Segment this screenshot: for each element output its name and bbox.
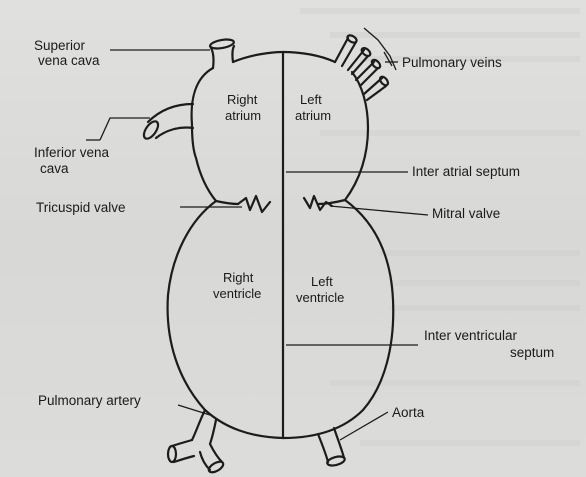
av-groove-right (318, 200, 345, 204)
inferior-vena-cava-vessel (141, 104, 193, 141)
label-right-ventricle-line2: ventricle (213, 286, 261, 301)
label-mitral-valve: Mitral valve (432, 206, 500, 221)
av-groove-left (216, 201, 238, 204)
label-pulmonary-veins: Pulmonary veins (402, 55, 502, 70)
label-left-atrium-line1: Left (300, 92, 322, 107)
label-tricuspid-valve: Tricuspid valve (36, 200, 126, 215)
label-left-atrium-line2: atrium (295, 108, 331, 123)
label-right-atrium-line2: atrium (225, 108, 261, 123)
label-right-atrium-line1: Right (227, 92, 258, 107)
tricuspid-valve-shape (238, 196, 270, 212)
pulmonary-artery-vessel (168, 410, 225, 474)
label-right-ventricle-line1: Right (223, 270, 254, 285)
right-atrium-wall (192, 68, 216, 201)
label-inferior-vena-cava-line1: Inferior vena (34, 145, 110, 160)
label-pulmonary-artery: Pulmonary artery (38, 393, 141, 408)
pulmonary-veins-vessel (335, 28, 396, 100)
label-aorta: Aorta (392, 405, 425, 420)
label-inter-atrial-septum: Inter atrial septum (412, 164, 520, 179)
label-superior-vena-cava-line2: vena cava (38, 53, 100, 68)
background-bleed-text (300, 8, 580, 446)
ventricle-wall (168, 200, 394, 438)
label-left-ventricle-line1: Left (311, 274, 333, 289)
superior-vena-cava-vessel (209, 38, 234, 68)
label-left-ventricle-line2: ventricle (296, 290, 344, 305)
label-inferior-vena-cava-line2: cava (40, 161, 69, 176)
label-inter-ventricular-septum-line2: septum (510, 345, 554, 360)
label-superior-vena-cava-line1: Superior (34, 38, 86, 53)
label-inter-ventricular-septum-line1: Inter ventricular (424, 328, 518, 343)
mitral-valve-shape (304, 196, 332, 210)
